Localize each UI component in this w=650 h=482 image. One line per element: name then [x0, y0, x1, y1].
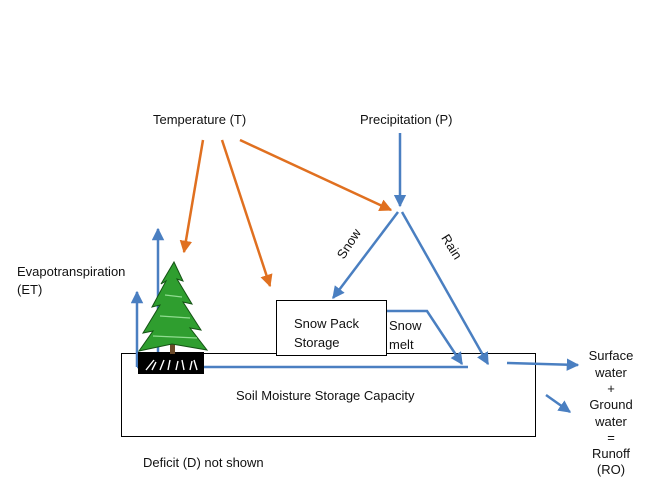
evapotranspiration-label: Evapotranspiration [17, 264, 126, 279]
surface-flow-arrow [506, 358, 580, 371]
snow-pack-label-line1: Snow Pack [294, 316, 360, 331]
runoff-label-line-2: water [595, 365, 627, 380]
temperature-to-tree-arrow [179, 139, 205, 254]
runoff-label-line-5: water [595, 414, 627, 429]
deficit-note: Deficit (D) not shown [143, 455, 264, 470]
snow-melt-label-line2: melt [389, 337, 414, 352]
runoff-label-line-1: Surface [588, 348, 634, 363]
snow-pack-box [276, 300, 387, 356]
precipitation-label: Precipitation (P) [360, 112, 453, 127]
runoff-label-line-8: (RO) [596, 462, 626, 477]
snow-melt-arrow [387, 309, 464, 366]
snow-arrow [332, 211, 399, 299]
soil-moisture-label: Soil Moisture Storage Capacity [236, 388, 415, 403]
runoff-label-line-3: + [607, 381, 615, 396]
temperature-to-snowpack-arrow [220, 139, 273, 288]
snow-pack-label-line2: Storage [294, 335, 340, 350]
runoff-arrow [545, 393, 572, 414]
runoff-label-line-7: Runoff [591, 446, 631, 461]
tree-root-block [138, 352, 204, 374]
runoff-label-line-4: Ground [589, 397, 633, 412]
temperature-label: Temperature (T) [153, 112, 247, 127]
tree-foliage [137, 260, 209, 352]
runoff-label-line-6: = [607, 430, 615, 445]
rain-arrow [400, 211, 490, 366]
temperature-arrows [179, 138, 393, 288]
water-arrows [130, 133, 580, 414]
snow-melt-label-line1: Snow [389, 318, 422, 333]
temperature-to-precip-split-arrow [239, 138, 393, 212]
evapotranspiration-abbr-label: (ET) [17, 282, 43, 297]
evergreen-tree-icon [137, 260, 209, 374]
tree-roots [145, 359, 198, 371]
tree-foliage-detail [152, 294, 198, 339]
